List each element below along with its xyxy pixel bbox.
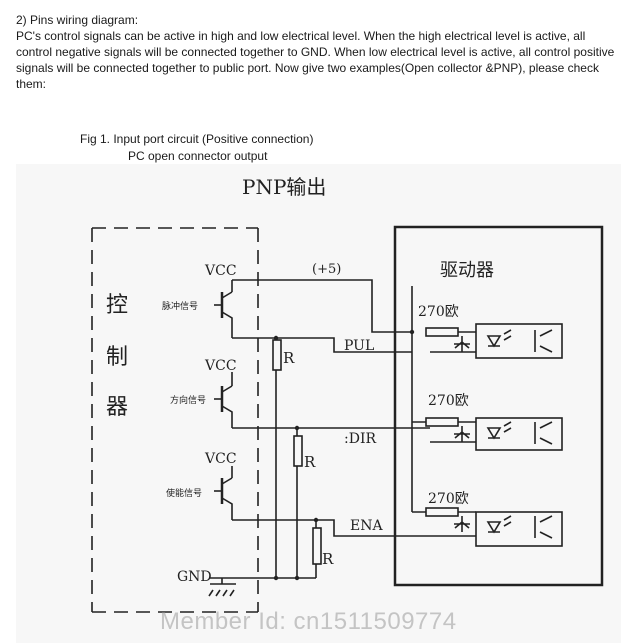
resistor-label-3: R (322, 550, 334, 568)
gnd-label: GND (177, 569, 212, 585)
figure-subcaption: PC open connector output (128, 149, 268, 163)
driver-label: 驱动器 (440, 260, 494, 281)
supply-wire (232, 279, 412, 333)
resistor-2 (293, 428, 303, 578)
driver-resistor-2 (425, 417, 459, 427)
resistor-label-2: R (304, 453, 316, 471)
optocoupler-2 (475, 417, 563, 451)
diagram-title: PNP输出 (242, 175, 326, 199)
pin-label-pul: PUL (344, 338, 374, 354)
vcc-label-1: VCC (204, 263, 237, 279)
vcc-label-2: VCC (204, 358, 237, 374)
protection-diode-1 (454, 336, 470, 352)
wiring-diagram-area (16, 164, 621, 643)
pin-label-ena: ENA (350, 518, 383, 534)
member-id-watermark: Member Id: cn1511509774 (160, 608, 457, 635)
pin-label-dir: :DIR (344, 431, 376, 447)
controller-label-3: 器 (106, 395, 128, 420)
controller-label-2: 制 (106, 345, 128, 370)
driver-resistor-3 (425, 507, 459, 517)
ground-symbol (208, 578, 236, 597)
pnp-transistor-2 (214, 372, 233, 428)
resistor-1 (272, 338, 282, 578)
protection-diode-2 (454, 426, 470, 442)
resistance-label-3: 270欧 (428, 491, 469, 507)
controller-label-1: 控 (106, 293, 128, 318)
resistance-label-1: 270欧 (418, 304, 459, 320)
resistor-label-1: R (283, 349, 295, 367)
pnp-transistor-1 (214, 280, 233, 338)
vcc-label-3: VCC (204, 451, 237, 467)
pul-wire (232, 337, 412, 353)
controller-box (91, 227, 259, 613)
driver-box (393, 225, 604, 587)
figure-caption: Fig 1. Input port circuit (Positive conn… (80, 132, 314, 146)
optocoupler-3 (475, 511, 563, 547)
signal-source-1: 脉冲信号 (162, 300, 198, 312)
signal-source-3: 使能信号 (166, 487, 202, 499)
driver-resistor-1 (425, 327, 459, 337)
section-body: PC's control signals can be active in hi… (16, 29, 615, 91)
ena-wire (232, 519, 430, 537)
protection-diode-3 (454, 516, 470, 532)
signal-source-2: 方向信号 (170, 394, 206, 406)
section-heading: 2) Pins wiring diagram: (16, 13, 139, 27)
intro-text: 2) Pins wiring diagram: PC's control sig… (16, 12, 616, 92)
resistance-label-2: 270欧 (428, 393, 469, 409)
resistor-3 (312, 520, 322, 578)
pnp-transistor-3 (214, 466, 233, 520)
optocoupler-1 (475, 323, 563, 359)
supply-label: (+5) (312, 262, 341, 277)
